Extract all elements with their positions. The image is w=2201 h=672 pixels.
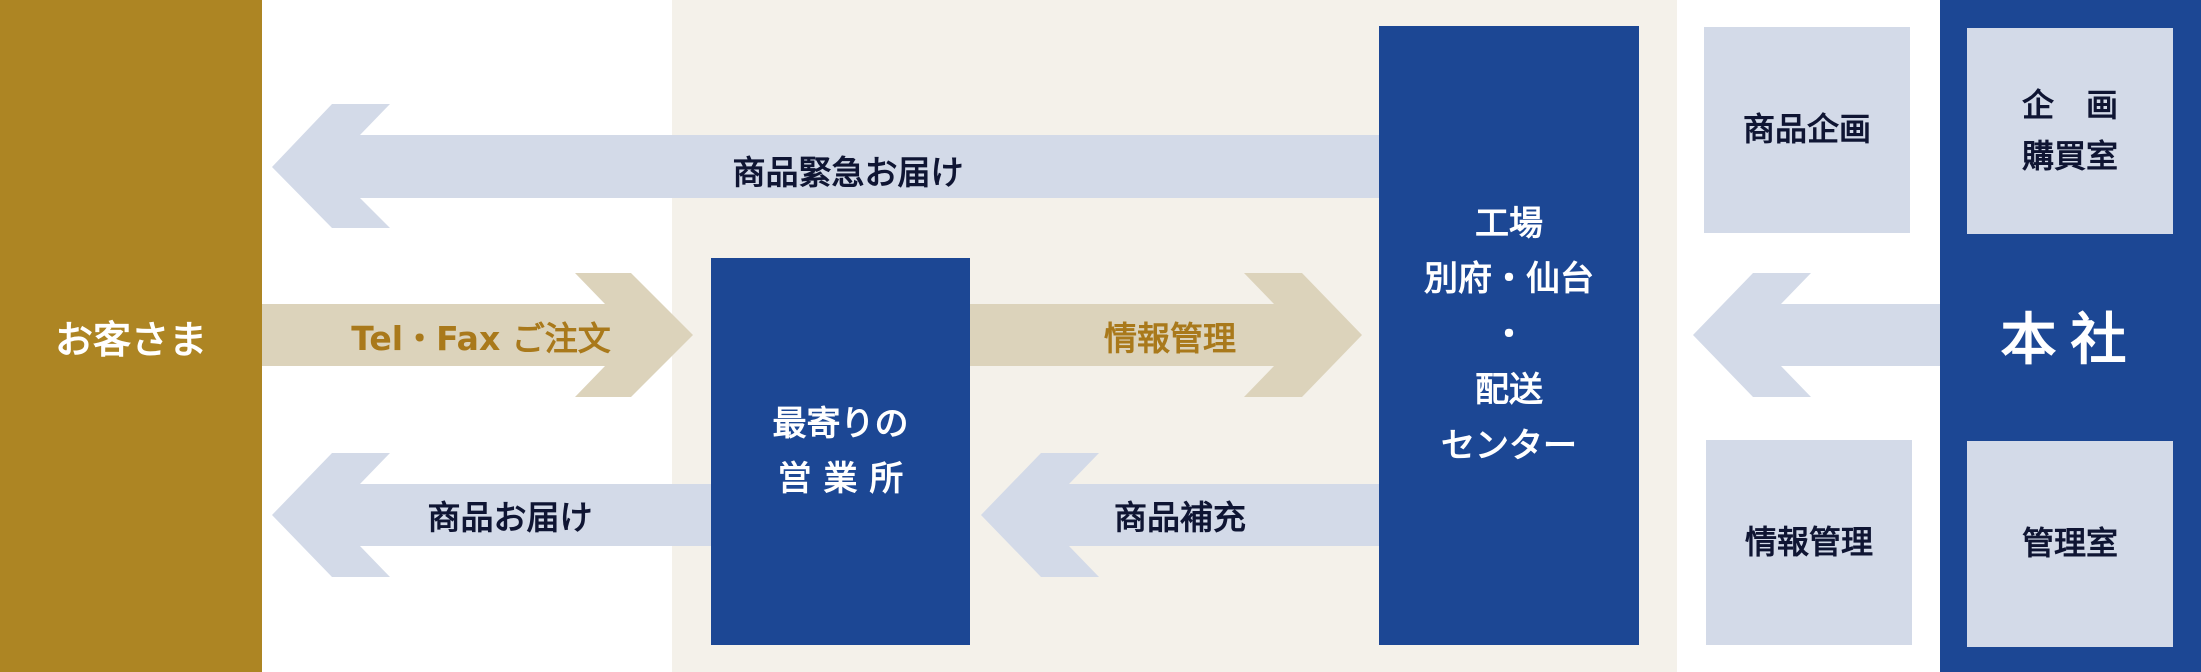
- delivery-label: 商品お届け: [427, 498, 593, 537]
- product-planning-label: 商品企画: [1742, 110, 1871, 149]
- info-management-arrow: [970, 273, 1362, 397]
- factory-line3: ・: [1492, 314, 1526, 355]
- order-arrow: [262, 273, 693, 397]
- info-management-arrow-label: 情報管理: [1104, 319, 1236, 358]
- planning-purchasing-box: 企 画 購買室: [1967, 28, 2173, 234]
- factory-line4: 配送: [1475, 370, 1543, 411]
- hq-arrow: [1693, 273, 1940, 397]
- administration-box: 管理室: [1967, 441, 2173, 647]
- office-line1: 最寄りの: [772, 404, 909, 445]
- replenish-label: 商品補充: [1114, 498, 1246, 537]
- replenish-arrow: [981, 453, 1379, 577]
- delivery-arrow: [272, 453, 711, 577]
- order-label: Tel・Fax ご注文: [351, 319, 611, 358]
- administration-label: 管理室: [2021, 524, 2118, 563]
- office-line2: 営 業 所: [777, 458, 904, 499]
- headquarters-label: 本社: [2000, 307, 2141, 373]
- nearest-sales-office-box: 最寄りの 営 業 所: [711, 258, 970, 645]
- factory-line2: 別府・仙台: [1424, 259, 1594, 300]
- factory-distribution-center-box: 工場 別府・仙台 ・ 配送 センター: [1379, 26, 1639, 645]
- customer-box: お客さま: [0, 0, 262, 672]
- urgent-delivery-label: 商品緊急お届け: [732, 153, 964, 192]
- info-management-box: 情報管理: [1706, 440, 1912, 645]
- product-planning-box: 商品企画: [1704, 27, 1910, 233]
- purchase-line1: 企 画: [2021, 85, 2118, 124]
- purchase-line2: 購買室: [2021, 137, 2118, 175]
- urgent-delivery-arrow: [272, 104, 1379, 228]
- info-management-label: 情報管理: [1744, 522, 1873, 561]
- factory-line1: 工場: [1475, 203, 1543, 244]
- factory-line5: センター: [1441, 425, 1577, 466]
- customer-label: お客さま: [54, 317, 207, 362]
